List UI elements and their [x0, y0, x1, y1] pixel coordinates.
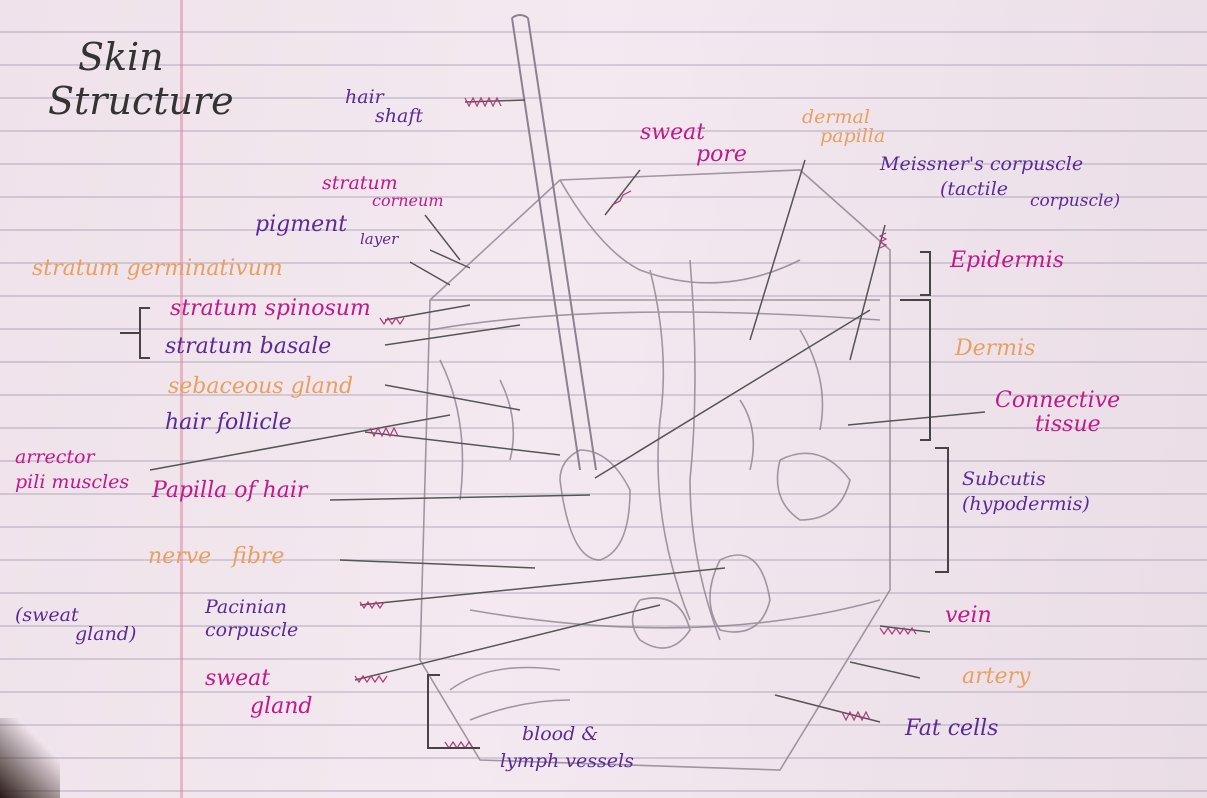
label-fat-cells: Fat cells [905, 718, 998, 740]
title-line-2: Structure [48, 82, 234, 120]
label-arrector-pili-line-2: pili muscles [15, 473, 129, 492]
label-stratum-corneum-line-2: corneum [372, 193, 444, 209]
label-vein: vein [945, 605, 992, 627]
label-meissners-corpuscle-line-1: Meissner's corpuscle [880, 155, 1120, 174]
label-sweat-pore-line-2: pore [696, 144, 747, 166]
label-blood-lymph-line-1: blood & [522, 725, 634, 744]
label-stratum-germinativum: stratum germinativum [32, 258, 283, 280]
label-sebaceous-gland: sebaceous gland [168, 376, 353, 398]
label-sweat-pore: sweat pore [640, 122, 747, 166]
label-nerve-fibre-word-2: fibre [232, 544, 284, 569]
label-meissners-corpuscle-line-3: corpuscle) [1030, 193, 1120, 210]
label-sweat-gland-bracket-line-2: gland) [75, 625, 136, 644]
label-sweat-gland-bracket: (sweat gland) [15, 606, 136, 644]
label-pigment-layer: pigment layer [255, 214, 398, 247]
label-pigment-layer-line-2: layer [360, 232, 398, 247]
label-connective-tissue-line-2: tissue [1035, 414, 1120, 436]
skin-block-sketch [420, 170, 890, 770]
label-arrector-pili: arrector pili muscles [15, 448, 129, 492]
hair-shaft-sketch [512, 15, 596, 470]
label-nerve-fibre: nerve fibre [148, 546, 284, 568]
label-stratum-spinosum: stratum spinosum [170, 298, 371, 320]
label-hair-shaft: hair shaft [345, 88, 423, 126]
title-line-1: Skin [78, 38, 164, 76]
label-hair-follicle: hair follicle [165, 412, 292, 434]
label-pacinian-corpuscle-line-1: Pacinian [205, 598, 298, 617]
label-dermal-papilla: dermal papilla [802, 108, 885, 146]
label-connective-tissue: Connective tissue [995, 390, 1120, 436]
label-subcutis-line-2: (hypodermis) [962, 495, 1090, 514]
label-blood-lymph-line-2: lymph vessels [500, 752, 634, 771]
label-sweat-gland-line-1: sweat [205, 668, 313, 690]
label-pacinian-corpuscle: Pacinian corpuscle [205, 598, 298, 640]
label-connective-tissue-line-1: Connective [995, 390, 1120, 412]
label-subcutis: Subcutis (hypodermis) [962, 470, 1090, 514]
label-subcutis-line-1: Subcutis [962, 470, 1090, 489]
label-arrector-pili-line-1: arrector [15, 448, 129, 467]
label-blood-lymph-vessels: blood & lymph vessels [500, 725, 634, 771]
label-stratum-corneum: stratum corneum [322, 174, 444, 209]
label-epidermis: Epidermis [950, 250, 1064, 272]
label-sweat-gland: sweat gland [205, 668, 313, 718]
label-papilla-of-hair: Papilla of hair [152, 480, 307, 502]
label-dermis: Dermis [955, 338, 1035, 360]
label-hair-shaft-line-2: shaft [375, 107, 423, 126]
label-stratum-basale: stratum basale [165, 336, 331, 358]
label-meissners-corpuscle: Meissner's corpuscle (tactile corpuscle) [880, 155, 1120, 210]
label-sweat-gland-line-2: gland [250, 696, 313, 718]
label-artery: artery [962, 666, 1030, 688]
label-dermal-papilla-line-2: papilla [820, 127, 885, 146]
label-sweat-pore-line-1: sweat [640, 122, 747, 144]
label-nerve-fibre-word-1: nerve [148, 544, 211, 569]
label-pacinian-corpuscle-line-2: corpuscle [205, 621, 298, 640]
